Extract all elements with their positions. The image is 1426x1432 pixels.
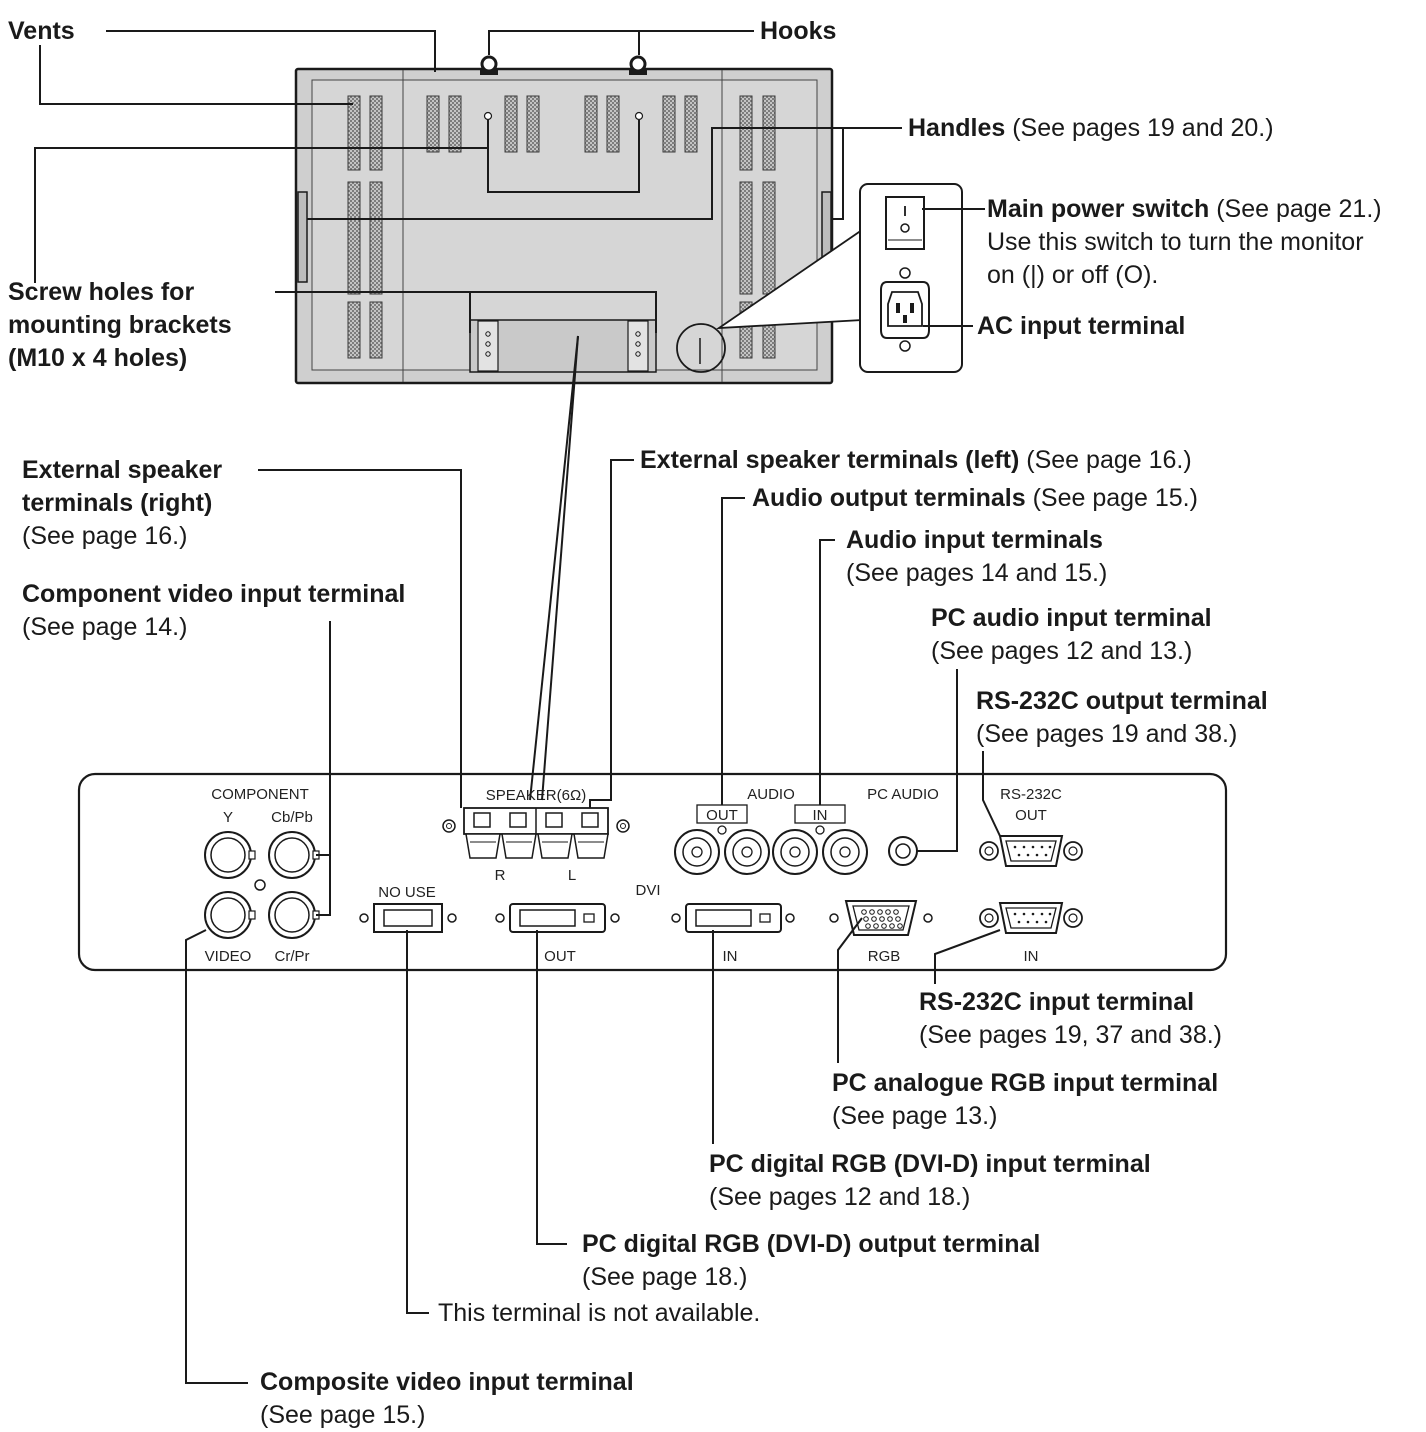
speaker-terminals bbox=[442, 807, 630, 859]
no-use-connector bbox=[359, 903, 457, 933]
label-audio: AUDIO bbox=[747, 786, 795, 803]
audio-jacks bbox=[674, 804, 868, 875]
label-dvi-out: OUT bbox=[544, 948, 576, 965]
label-rs-out: OUT bbox=[1015, 807, 1047, 824]
label-r: R bbox=[495, 867, 506, 884]
vent-slot bbox=[762, 95, 776, 171]
vent-slot bbox=[606, 95, 620, 153]
connection-panel: COMPONENT Y Cb/Pb VIDEO Cr/Pr NO USE SPE… bbox=[77, 772, 1228, 972]
ac-area-circle bbox=[676, 323, 726, 373]
vent-slot bbox=[369, 301, 383, 359]
callout-composite-video: Composite video input terminal (See page… bbox=[260, 1368, 634, 1429]
rgb-connector bbox=[829, 900, 933, 936]
terminal-recess bbox=[469, 319, 657, 373]
leader-lines bbox=[34, 30, 1001, 1384]
vent-slot bbox=[347, 301, 361, 359]
callout-audio-input: Audio input terminals (See pages 14 and … bbox=[846, 526, 1108, 587]
label-video: VIDEO bbox=[205, 948, 252, 965]
vent-slot bbox=[504, 95, 518, 153]
callout-no-use-note: This terminal is not available. bbox=[438, 1299, 761, 1327]
vent-slot bbox=[369, 95, 383, 171]
label-audio-out: OUT bbox=[706, 807, 738, 824]
callout-dvi-output: PC digital RGB (DVI-D) output terminal (… bbox=[582, 1230, 1041, 1291]
vent-slot bbox=[584, 95, 598, 153]
vent-slot bbox=[347, 181, 361, 295]
vent-slot bbox=[448, 95, 462, 153]
ac-inlet-icon bbox=[880, 267, 930, 352]
vent-slot bbox=[739, 181, 753, 295]
callout-ext-speaker-right: External speaker terminals (right) (See … bbox=[22, 456, 223, 550]
callout-main-power-switch: Main power switch (See page 21.) Use thi… bbox=[987, 195, 1382, 289]
label-dvi: DVI bbox=[635, 882, 660, 899]
callout-component-video: Component video input terminal (See page… bbox=[22, 580, 406, 641]
label-cb-pb: Cb/Pb bbox=[271, 809, 313, 826]
hook-left bbox=[480, 55, 498, 75]
callout-vents: Vents bbox=[8, 17, 75, 45]
bnc-video bbox=[204, 891, 256, 939]
callout-audio-output: Audio output terminals (See page 15.) bbox=[752, 484, 1198, 512]
label-audio-in: IN bbox=[813, 807, 828, 824]
bnc-y bbox=[204, 831, 256, 879]
label-dvi-in: IN bbox=[723, 948, 738, 965]
screw-hole bbox=[483, 111, 493, 121]
label-rs232c: RS-232C bbox=[1000, 786, 1062, 803]
callout-pc-audio-input: PC audio input terminal (See pages 12 an… bbox=[931, 604, 1212, 665]
label-y: Y bbox=[223, 809, 233, 826]
callout-ext-speaker-left: External speaker terminals (left) (See p… bbox=[640, 446, 1192, 474]
label-rs-in: IN bbox=[1024, 948, 1039, 965]
callout-rs232c-output: RS-232C output terminal (See pages 19 an… bbox=[976, 687, 1268, 748]
bnc-cb-pb bbox=[268, 831, 320, 879]
bnc-cr-pr bbox=[268, 891, 320, 939]
dvi-in-connector bbox=[671, 903, 795, 933]
power-inset bbox=[715, 183, 963, 373]
callout-handles: Handles (See pages 19 and 20.) bbox=[908, 114, 1274, 142]
label-component: COMPONENT bbox=[211, 786, 309, 803]
pc-audio-jack bbox=[888, 836, 918, 866]
callout-ac-input: AC input terminal bbox=[977, 312, 1186, 340]
rs232c-out-connector bbox=[979, 835, 1083, 867]
vent-slot bbox=[762, 181, 776, 295]
vent-slot bbox=[369, 181, 383, 295]
vent-slot bbox=[347, 95, 361, 171]
handle-left bbox=[297, 191, 308, 283]
vent-slot bbox=[526, 95, 540, 153]
label-no-use: NO USE bbox=[378, 884, 436, 901]
hook-right bbox=[629, 55, 647, 75]
callout-hooks: Hooks bbox=[760, 17, 837, 45]
vent-slot bbox=[684, 95, 698, 153]
power-switch-icon bbox=[885, 196, 925, 250]
callout-rs232c-input: RS-232C input terminal (See pages 19, 37… bbox=[919, 988, 1223, 1049]
callout-screw-holes: Screw holes for mounting brackets (M10 x… bbox=[8, 278, 232, 372]
dvi-out-connector bbox=[495, 903, 620, 933]
label-cr-pr: Cr/Pr bbox=[275, 948, 310, 965]
vent-slot bbox=[739, 95, 753, 171]
label-l: L bbox=[568, 867, 576, 884]
callout-dvi-input: PC digital RGB (DVI-D) input terminal (S… bbox=[709, 1150, 1151, 1211]
label-pc-audio: PC AUDIO bbox=[867, 786, 939, 803]
vent-slot bbox=[662, 95, 676, 153]
screw-hole bbox=[634, 111, 644, 121]
label-speaker: SPEAKER(6Ω) bbox=[486, 787, 586, 804]
vent-slot bbox=[426, 95, 440, 153]
callout-pc-analogue-rgb: PC analogue RGB input terminal (See page… bbox=[832, 1069, 1219, 1130]
vents bbox=[347, 95, 776, 359]
label-rgb: RGB bbox=[868, 948, 901, 965]
rs232c-in-connector bbox=[979, 902, 1083, 934]
